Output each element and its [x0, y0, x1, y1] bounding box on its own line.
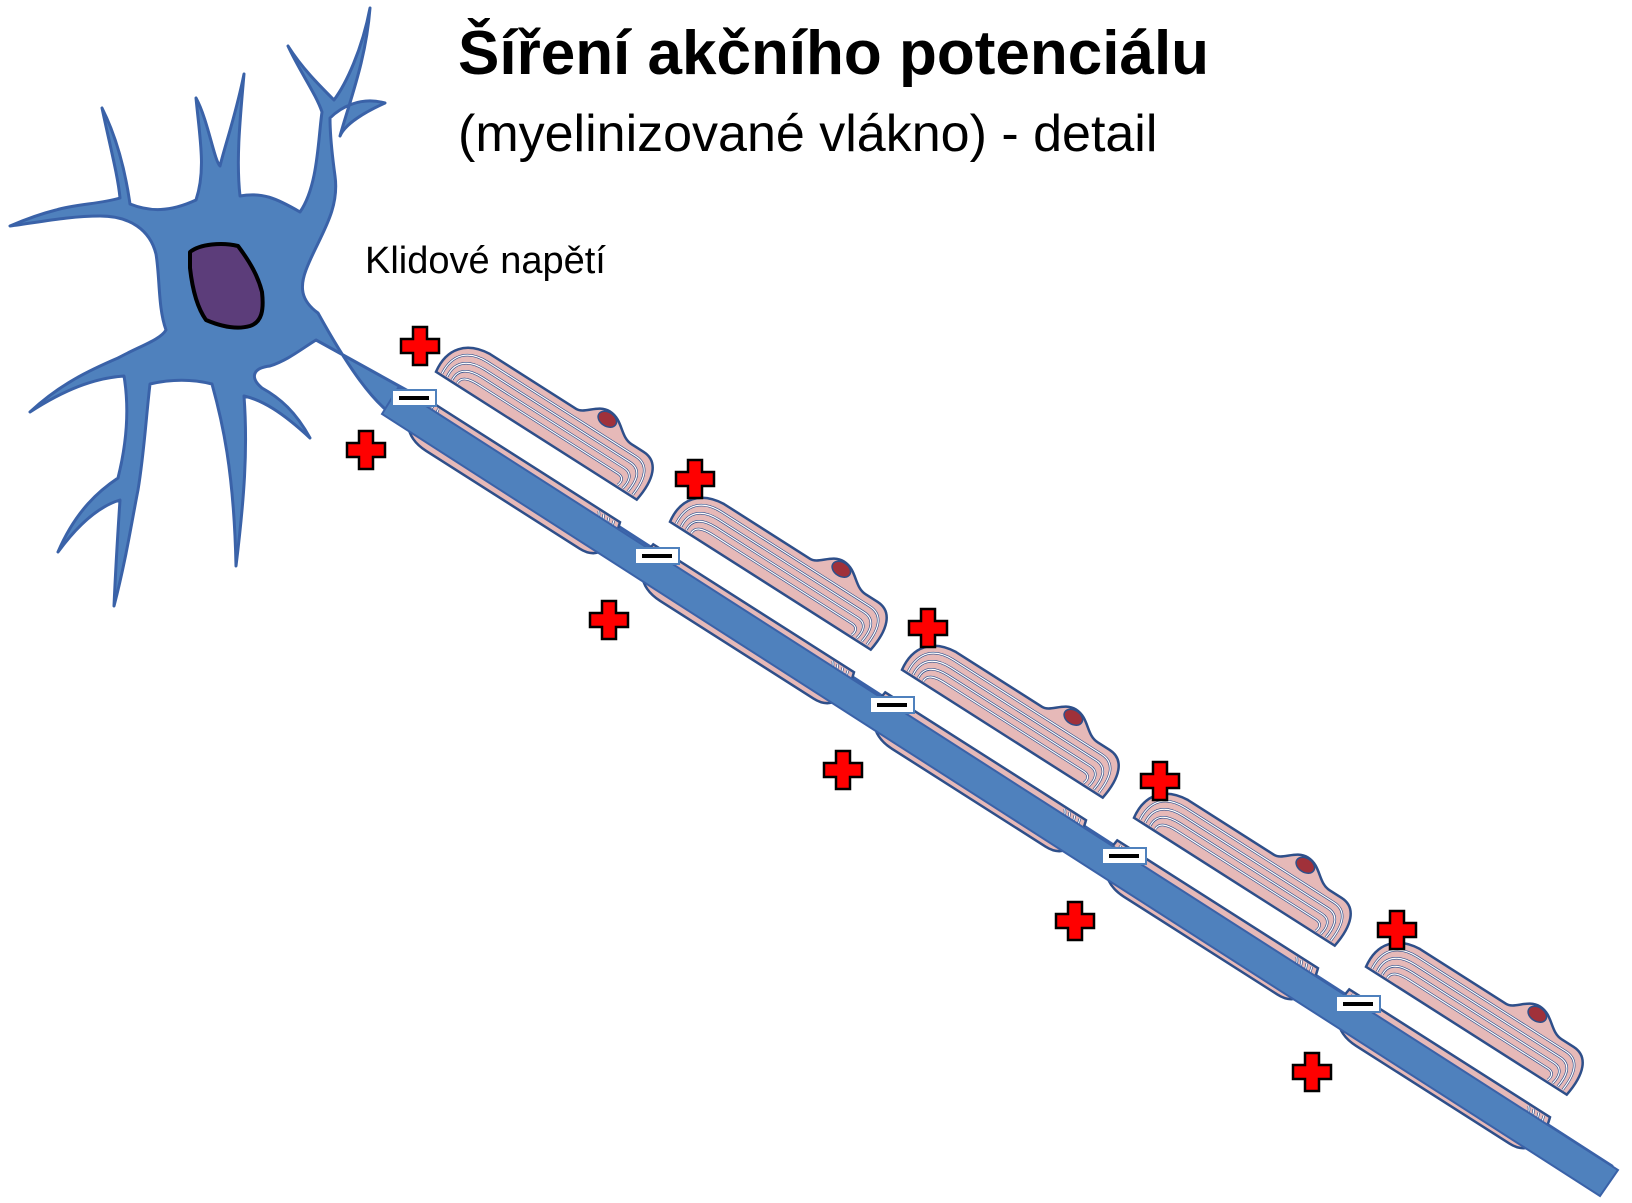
plus-charge-icon: [909, 609, 947, 647]
plus-charge-icon: [1056, 902, 1094, 940]
minus-charge-icon: [870, 697, 914, 713]
minus-charge-icon: [392, 390, 436, 406]
plus-charge-icon: [590, 601, 628, 639]
plus-charge-icon: [347, 431, 385, 469]
minus-charge-icon: [635, 548, 679, 564]
plus-charge-icon: [401, 327, 439, 365]
minus-charge-icon: [1102, 848, 1146, 864]
plus-charge-icon: [1378, 911, 1416, 949]
minus-charge-icon: [1336, 996, 1380, 1012]
axon: [382, 388, 1618, 1196]
plus-charge-icon: [824, 751, 862, 789]
plus-charge-icon: [1293, 1053, 1331, 1091]
plus-charge-icon: [676, 460, 714, 498]
